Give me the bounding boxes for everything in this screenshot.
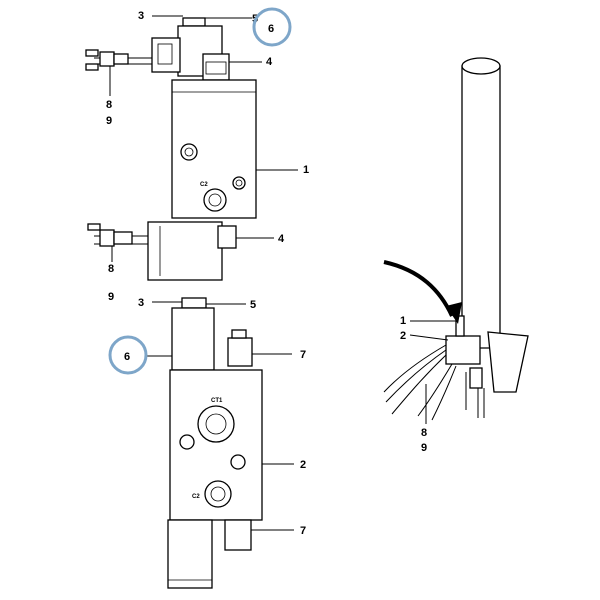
valve-port bbox=[180, 143, 198, 161]
lower-cartridge-coil bbox=[167, 519, 213, 589]
callout-6: 6 bbox=[124, 351, 130, 363]
callout-5: 5 bbox=[250, 299, 256, 311]
callout-8: 8 bbox=[421, 427, 427, 439]
port-c2-label: C2 bbox=[200, 182, 208, 188]
callout-2: 2 bbox=[400, 330, 406, 342]
callout-4: 4 bbox=[266, 56, 273, 68]
mounted-valve-block bbox=[445, 335, 481, 365]
callout-3: 3 bbox=[138, 10, 144, 22]
callout-9: 9 bbox=[421, 442, 427, 454]
callout-8: 8 bbox=[106, 99, 112, 111]
bottom-top-cap bbox=[181, 297, 207, 309]
callout-8: 8 bbox=[108, 263, 114, 275]
upper-solenoid-connector bbox=[151, 37, 181, 73]
vertical-column bbox=[461, 65, 501, 349]
callout-9: 9 bbox=[108, 291, 114, 303]
column-bracket bbox=[487, 331, 529, 393]
valve-port bbox=[179, 434, 195, 450]
upper-fitting bbox=[227, 337, 253, 367]
callout-7: 7 bbox=[300, 349, 306, 361]
lower-fitting bbox=[224, 519, 252, 551]
column-view: 1 2 8 9 bbox=[383, 57, 529, 454]
top-valve-assembly: C2 3 5 bbox=[85, 7, 309, 303]
port-ct1-label: CT1 bbox=[211, 398, 223, 404]
callout-1: 1 bbox=[303, 164, 309, 176]
callout-9: 9 bbox=[106, 115, 112, 127]
valve-port bbox=[230, 454, 246, 470]
pointer-arrow bbox=[383, 260, 454, 317]
bottom-valve-assembly: CT1 C2 3 5 6 7 2 7 bbox=[108, 297, 306, 589]
upper-cartridge-coil bbox=[171, 307, 215, 371]
highlight-ring bbox=[108, 335, 148, 375]
top-cap bbox=[182, 17, 206, 27]
lower-hex-nut bbox=[217, 225, 237, 249]
lower-solenoid-coil bbox=[147, 221, 223, 281]
valve-port bbox=[232, 176, 246, 190]
callout-6: 6 bbox=[268, 23, 274, 35]
callout-3: 3 bbox=[138, 297, 144, 309]
callout-4: 4 bbox=[278, 233, 285, 245]
callout-7: 7 bbox=[300, 525, 306, 537]
highlight-ring bbox=[252, 7, 292, 47]
port-c2-fitting bbox=[204, 480, 232, 508]
callout-2: 2 bbox=[300, 459, 306, 471]
lower-electrical-plug bbox=[87, 223, 148, 262]
port-c2-fitting bbox=[203, 188, 227, 212]
upper-electrical-plug bbox=[85, 49, 152, 96]
upper-hex-nut bbox=[202, 53, 230, 81]
callout-1: 1 bbox=[400, 315, 406, 327]
port-c2-label: C2 bbox=[192, 494, 200, 500]
port-ct1-fitting bbox=[197, 405, 235, 443]
